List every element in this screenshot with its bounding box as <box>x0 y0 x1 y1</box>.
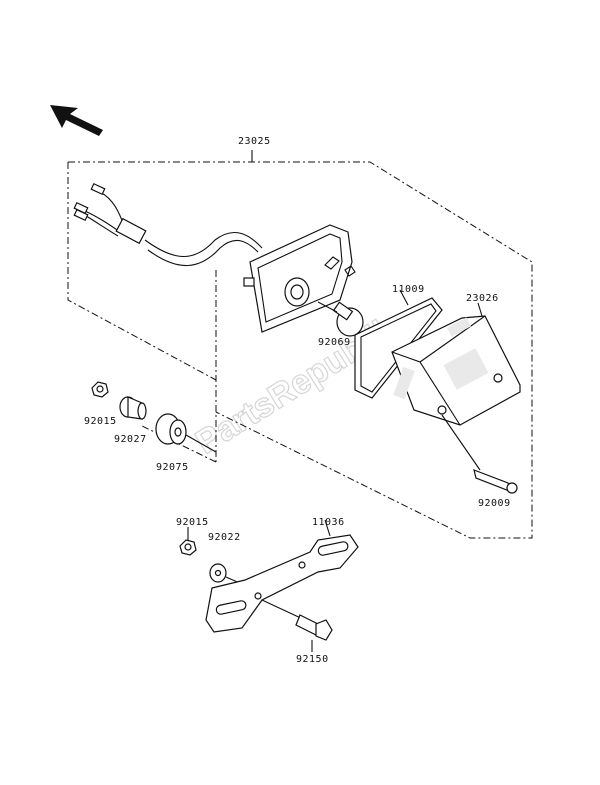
nut-upper <box>91 381 109 398</box>
arrow-up-left-icon <box>50 105 103 136</box>
label-92009: 92009 <box>478 498 511 509</box>
wiring-harness <box>73 182 263 267</box>
label-92150: 92150 <box>296 654 329 665</box>
lamp-housing <box>243 224 356 333</box>
label-92015-lower: 92015 <box>176 517 209 528</box>
label-92069: 92069 <box>318 337 351 348</box>
bulb <box>317 301 364 337</box>
label-11009: 11009 <box>392 284 425 295</box>
label-92015-upper: 92015 <box>84 416 117 427</box>
license-bracket <box>205 519 359 633</box>
label-11036: 11036 <box>312 517 345 528</box>
grommet <box>155 413 217 453</box>
bolt <box>261 599 333 652</box>
screw <box>441 414 518 494</box>
label-92022: 92022 <box>208 532 241 543</box>
collar <box>119 396 147 420</box>
nut-lower <box>179 527 197 556</box>
label-23026: 23026 <box>466 293 499 304</box>
assembly-outline <box>67 150 533 539</box>
lens <box>391 302 521 426</box>
label-23025: 23025 <box>238 136 271 147</box>
label-92027: 92027 <box>114 434 147 445</box>
label-92075: 92075 <box>156 462 189 473</box>
